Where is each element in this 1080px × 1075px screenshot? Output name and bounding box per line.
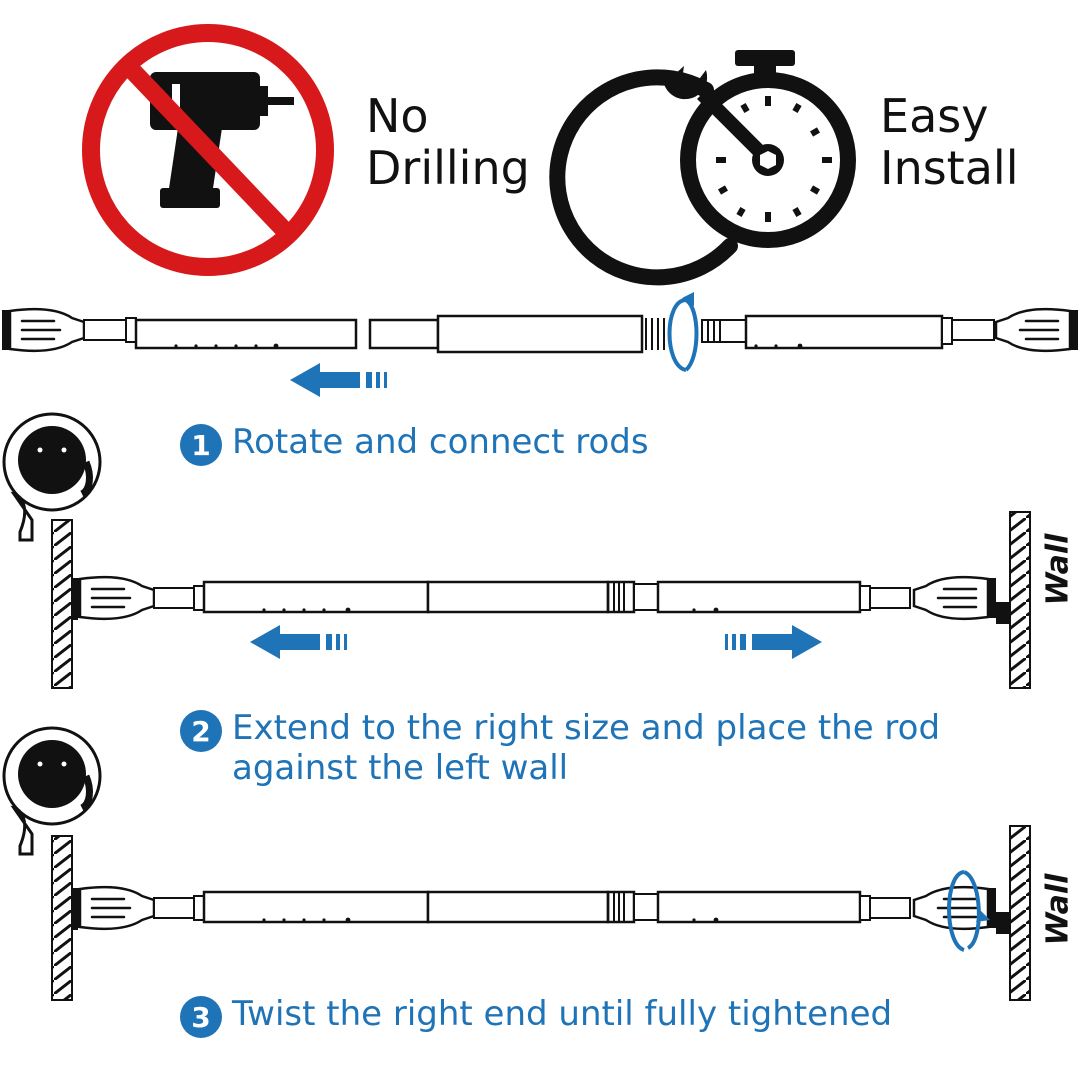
- wall-label: Wall: [1040, 873, 1076, 946]
- step-1-number: 1: [180, 424, 222, 466]
- easy-install-line1: Easy: [880, 89, 988, 143]
- step-2-text-line2: against the left wall: [232, 748, 569, 788]
- step1-rod-assembly: [0, 292, 1078, 397]
- step2-rod-assembly: [4, 414, 1031, 689]
- step-2-number: 2: [180, 710, 222, 752]
- no-drill-icon: [82, 24, 334, 276]
- stopwatch-icon: [549, 50, 856, 286]
- step-2-text: Extend to the right size and place the r…: [232, 708, 940, 788]
- rotate-arrow-icon: [947, 870, 990, 952]
- wrench-icon: [664, 66, 784, 176]
- easy-install-line2: Install: [880, 141, 1018, 195]
- step-1-text: Rotate and connect rods: [232, 422, 649, 462]
- step-3-number: 3: [180, 996, 222, 1038]
- no-drilling-line1: No: [366, 89, 429, 143]
- step3-rod-assembly: [4, 728, 1031, 1001]
- step-3: 3 Twist the right end until fully tighte…: [180, 994, 892, 1038]
- arrow-left-icon: [290, 363, 387, 397]
- arrow-left-icon: [250, 625, 347, 659]
- no-drilling-line2: Drilling: [366, 141, 530, 195]
- arrow-right-icon: [725, 625, 822, 659]
- wall-label: Wall: [1040, 533, 1076, 606]
- step-1: 1 Rotate and connect rods: [180, 422, 649, 466]
- step-2: 2 Extend to the right size and place the…: [180, 708, 940, 788]
- rotate-arrow-icon: [667, 292, 699, 372]
- step-2-text-line1: Extend to the right size and place the r…: [232, 708, 941, 748]
- step-3-text: Twist the right end until fully tightene…: [232, 994, 893, 1034]
